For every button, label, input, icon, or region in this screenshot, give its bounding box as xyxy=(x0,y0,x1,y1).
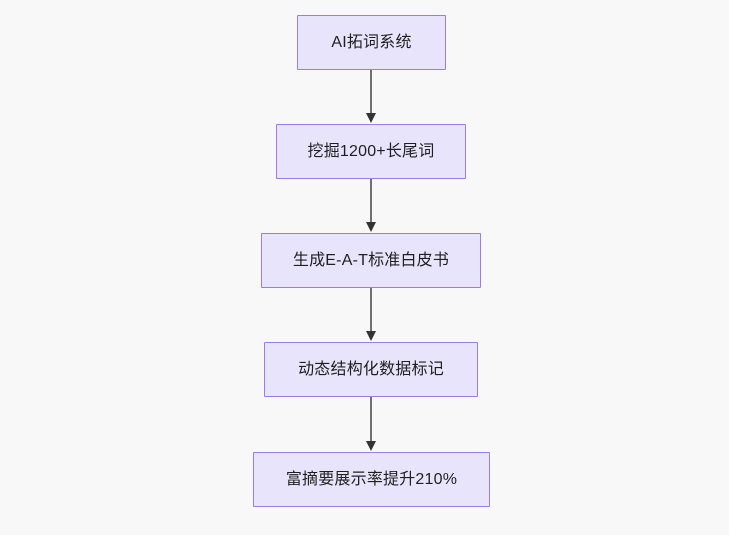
flow-node-label: 富摘要展示率提升210% xyxy=(285,470,458,488)
flow-node-rich-snippet-result[interactable]: 富摘要展示率提升210% xyxy=(253,452,490,507)
flow-node-eat-whitepaper[interactable]: 生成E-A-T标准白皮书 xyxy=(261,233,481,288)
flow-node-structured-data-markup[interactable]: 动态结构化数据标记 xyxy=(264,342,478,397)
flow-node-label: AI拓词系统 xyxy=(331,33,412,51)
flow-edge-n2-n3 xyxy=(366,179,376,232)
flow-edge-n1-n2 xyxy=(366,70,376,123)
flow-node-label: 挖掘1200+长尾词 xyxy=(307,142,435,160)
flow-edge-n4-n5 xyxy=(366,397,376,451)
flow-node-label: 生成E-A-T标准白皮书 xyxy=(292,251,450,269)
flow-node-longtail-keywords[interactable]: 挖掘1200+长尾词 xyxy=(276,124,466,179)
flow-edge-n3-n4 xyxy=(366,288,376,341)
flow-node-ai-keyword-system[interactable]: AI拓词系统 xyxy=(297,15,446,70)
flow-node-label: 动态结构化数据标记 xyxy=(298,360,444,378)
